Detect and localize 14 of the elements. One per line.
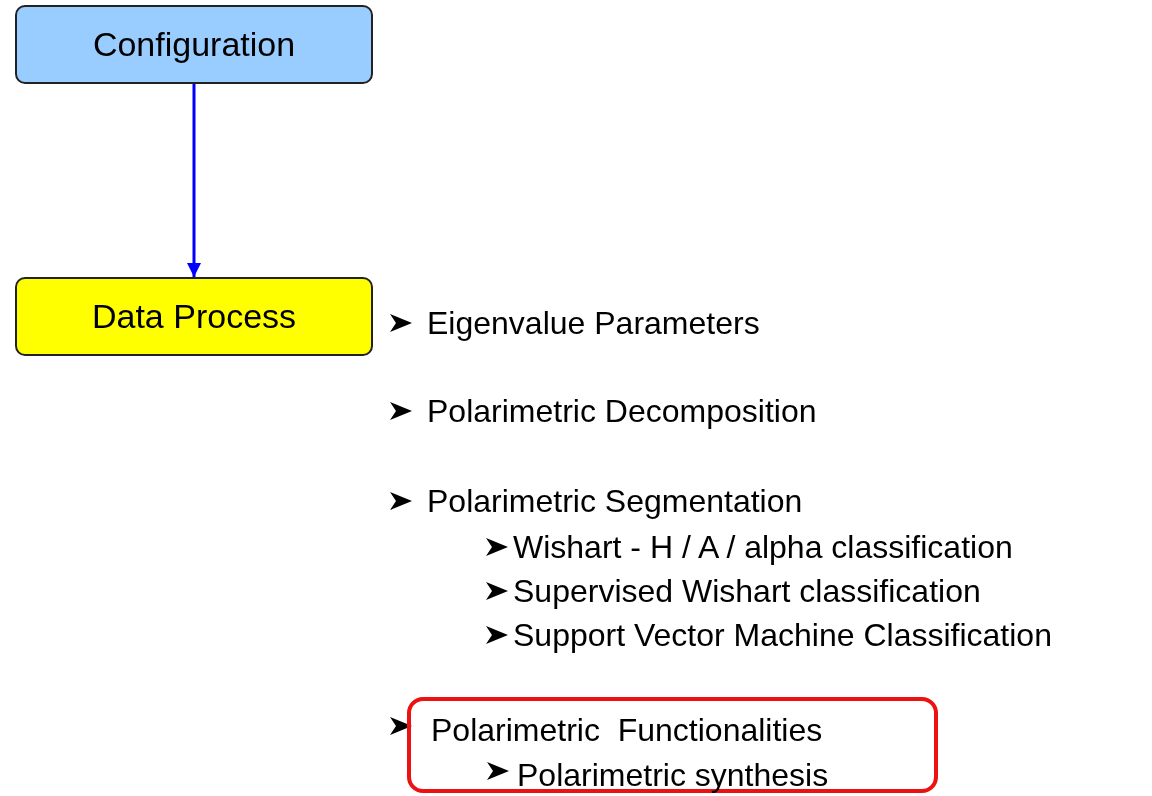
list-item: Supervised Wishart classification [513, 573, 981, 609]
highlight-frame [407, 697, 938, 793]
list-item: Wishart - H / A / alpha classification [513, 529, 1013, 565]
list-item: Polarimetric Functionalities [431, 712, 823, 748]
list-item: Polarimetric synthesis [517, 757, 829, 793]
box-label: Data Process [91, 297, 297, 336]
list-item: Support Vector Machine Classification [513, 617, 1052, 653]
list-item: Eigenvalue Parameters [427, 305, 760, 341]
box-label: Configuration [92, 25, 296, 64]
arrow [187, 84, 201, 277]
list-item: Polarimetric Segmentation [427, 483, 803, 519]
process-box [15, 5, 373, 84]
process-box [15, 277, 373, 356]
list-item: Polarimetric Decomposition [427, 393, 817, 429]
